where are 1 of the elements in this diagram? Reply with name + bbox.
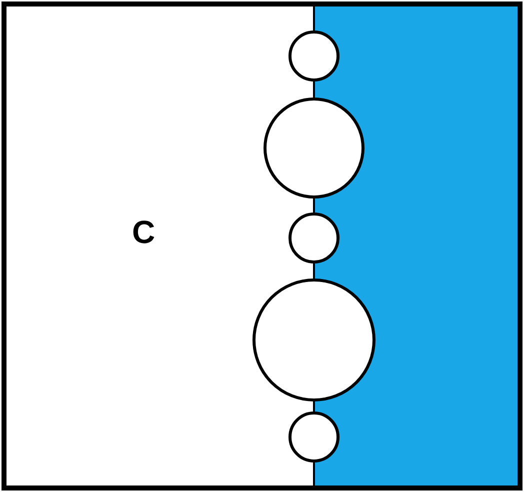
region-label: C: [132, 214, 156, 250]
